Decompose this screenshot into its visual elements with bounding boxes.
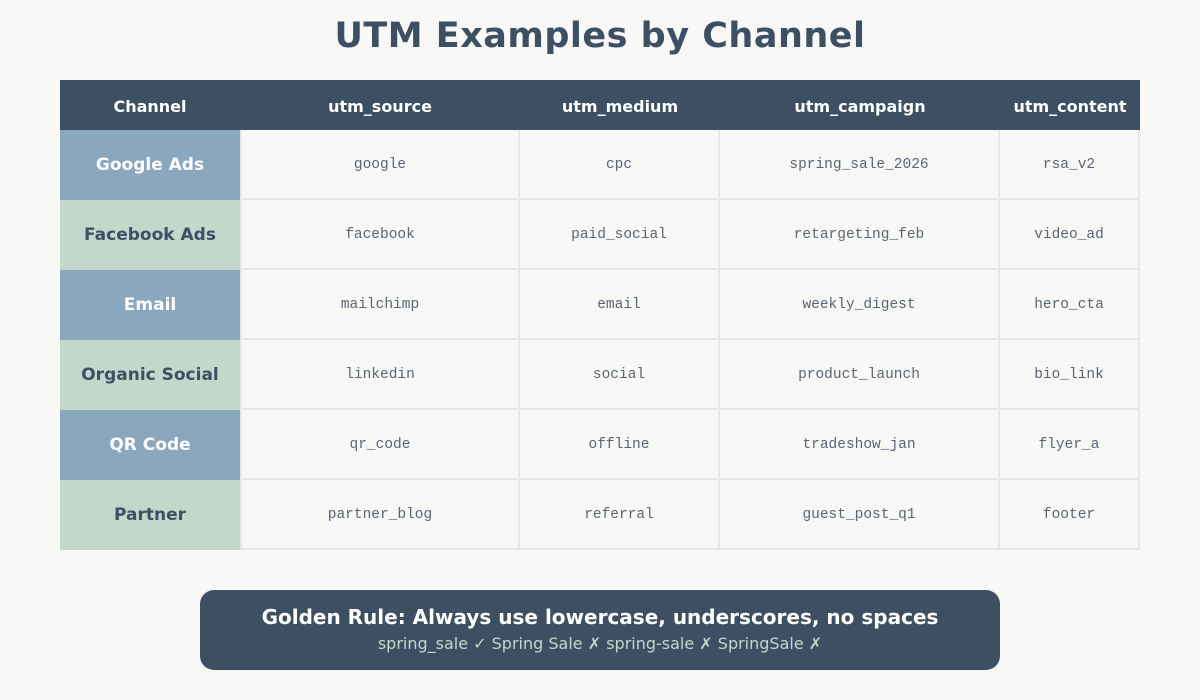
channel-cell: Organic Social	[60, 340, 240, 410]
utm-medium-cell: referral	[520, 480, 720, 550]
table-row: Partner partner_blog referral guest_post…	[60, 480, 1140, 550]
utm-campaign-cell: guest_post_q1	[720, 480, 1000, 550]
utm-content-cell: footer	[1000, 480, 1140, 550]
golden-rule-title: Golden Rule: Always use lowercase, under…	[261, 605, 939, 629]
header-utm-campaign: utm_campaign	[794, 96, 926, 116]
utm-content-cell: hero_cta	[1000, 270, 1140, 340]
golden-rule-examples: spring_sale ✓ Spring Sale ✗ spring-sale …	[377, 634, 823, 653]
table-header: Channel utm_source utm_medium utm_campai…	[60, 80, 1140, 130]
utm-source-cell: facebook	[240, 200, 520, 270]
header-utm-medium: utm_medium	[561, 96, 679, 116]
utm-campaign-cell: spring_sale_2026	[720, 130, 1000, 200]
utm-source-cell: partner_blog	[240, 480, 520, 550]
utm-source-cell: mailchimp	[240, 270, 520, 340]
header-utm-content: utm_content	[1013, 96, 1127, 116]
utm-content-cell: bio_link	[1000, 340, 1140, 410]
page-title: UTM Examples by Channel	[334, 16, 866, 56]
utm-content-cell: rsa_v2	[1000, 130, 1140, 200]
table-row: Facebook Ads facebook paid_social retarg…	[60, 200, 1140, 270]
utm-campaign-cell: tradeshow_jan	[720, 410, 1000, 480]
channel-cell: Partner	[60, 480, 240, 550]
channel-cell: Email	[60, 270, 240, 340]
table-row: Google Ads google cpc spring_sale_2026 r…	[60, 130, 1140, 200]
golden-rule-box: Golden Rule: Always use lowercase, under…	[200, 590, 1000, 670]
utm-campaign-cell: retargeting_feb	[720, 200, 1000, 270]
utm-medium-cell: email	[520, 270, 720, 340]
channel-cell: QR Code	[60, 410, 240, 480]
utm-source-cell: linkedin	[240, 340, 520, 410]
utm-source-cell: google	[240, 130, 520, 200]
header-utm-source: utm_source	[328, 96, 432, 116]
utm-table: Channel utm_source utm_medium utm_campai…	[60, 80, 1140, 550]
utm-campaign-cell: product_launch	[720, 340, 1000, 410]
channel-cell: Google Ads	[60, 130, 240, 200]
channel-cell: Facebook Ads	[60, 200, 240, 270]
utm-campaign-cell: weekly_digest	[720, 270, 1000, 340]
utm-source-cell: qr_code	[240, 410, 520, 480]
table-row: Email mailchimp email weekly_digest hero…	[60, 270, 1140, 340]
utm-content-cell: flyer_a	[1000, 410, 1140, 480]
table-row: Organic Social linkedin social product_l…	[60, 340, 1140, 410]
utm-medium-cell: social	[520, 340, 720, 410]
utm-medium-cell: offline	[520, 410, 720, 480]
utm-medium-cell: cpc	[520, 130, 720, 200]
table-row: QR Code qr_code offline tradeshow_jan fl…	[60, 410, 1140, 480]
utm-medium-cell: paid_social	[520, 200, 720, 270]
header-channel: Channel	[113, 96, 187, 116]
utm-content-cell: video_ad	[1000, 200, 1140, 270]
